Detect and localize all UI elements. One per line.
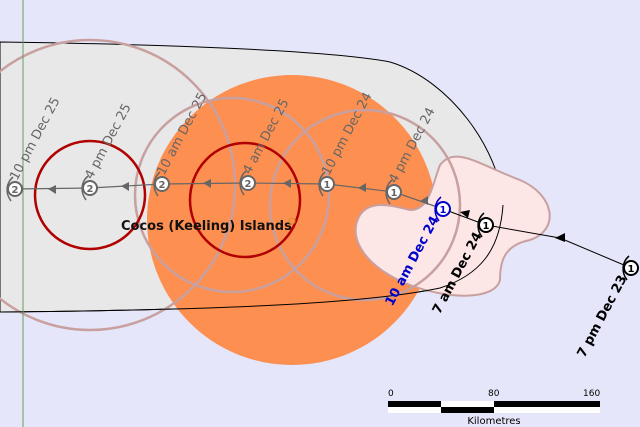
scale-bar: 0 80 160 Kilometres bbox=[388, 389, 600, 427]
cyclone-icon bbox=[6, 176, 14, 202]
cyclone-icon bbox=[318, 171, 326, 197]
arrow-icon bbox=[555, 233, 565, 242]
cyclone-icon bbox=[153, 171, 161, 197]
scale-unit: Kilometres bbox=[467, 416, 520, 427]
scale-tick-160: 160 bbox=[583, 389, 600, 399]
category-marker bbox=[435, 201, 451, 217]
category-number: 1 bbox=[628, 264, 635, 275]
place-label: Cocos (Keeling) Islands bbox=[121, 219, 292, 234]
cyclone-icon bbox=[239, 170, 247, 196]
island-marker bbox=[288, 217, 296, 225]
category-marker bbox=[7, 181, 23, 197]
arrow-icon bbox=[48, 185, 56, 194]
core-circle bbox=[33, 139, 147, 251]
gale-force-zone bbox=[147, 75, 437, 365]
category-marker bbox=[623, 260, 639, 276]
scale-tick-0: 0 bbox=[388, 389, 394, 399]
arrow-icon bbox=[358, 183, 366, 192]
range-circle bbox=[268, 108, 462, 302]
cyclone-icon bbox=[385, 179, 393, 205]
cyclone-icon bbox=[477, 212, 485, 238]
category-number: 1 bbox=[391, 188, 398, 199]
category-number: 2 bbox=[159, 180, 166, 191]
category-number: 2 bbox=[87, 184, 94, 195]
category-number: 1 bbox=[483, 221, 490, 232]
cyclone-icon bbox=[622, 255, 630, 281]
category-number: 2 bbox=[12, 185, 19, 196]
arrow-icon bbox=[121, 182, 129, 191]
cyclone-icon bbox=[434, 196, 442, 222]
cyclone-icon bbox=[81, 175, 89, 201]
category-number: 2 bbox=[245, 179, 252, 190]
category-marker bbox=[154, 176, 170, 192]
category-marker bbox=[386, 184, 402, 200]
arrow-icon bbox=[283, 179, 291, 188]
category-number: 1 bbox=[324, 180, 331, 191]
category-marker bbox=[319, 176, 335, 192]
range-circle bbox=[0, 38, 237, 332]
likely-range-circles bbox=[0, 38, 462, 332]
watch-zone bbox=[354, 155, 551, 297]
range-circle bbox=[133, 96, 331, 294]
category-number: 1 bbox=[440, 205, 447, 216]
past-track bbox=[442, 208, 632, 269]
track-arrows bbox=[48, 179, 565, 242]
arrow-icon bbox=[203, 179, 211, 188]
arrow-icon bbox=[460, 210, 470, 218]
scale-tick-80: 80 bbox=[488, 389, 500, 399]
category-marker bbox=[240, 175, 256, 191]
forecast-area-bottom-line bbox=[0, 204, 504, 313]
arrow-icon bbox=[420, 196, 428, 205]
category-marker bbox=[478, 217, 494, 233]
category-marker bbox=[82, 180, 98, 196]
core-circle bbox=[188, 141, 302, 259]
